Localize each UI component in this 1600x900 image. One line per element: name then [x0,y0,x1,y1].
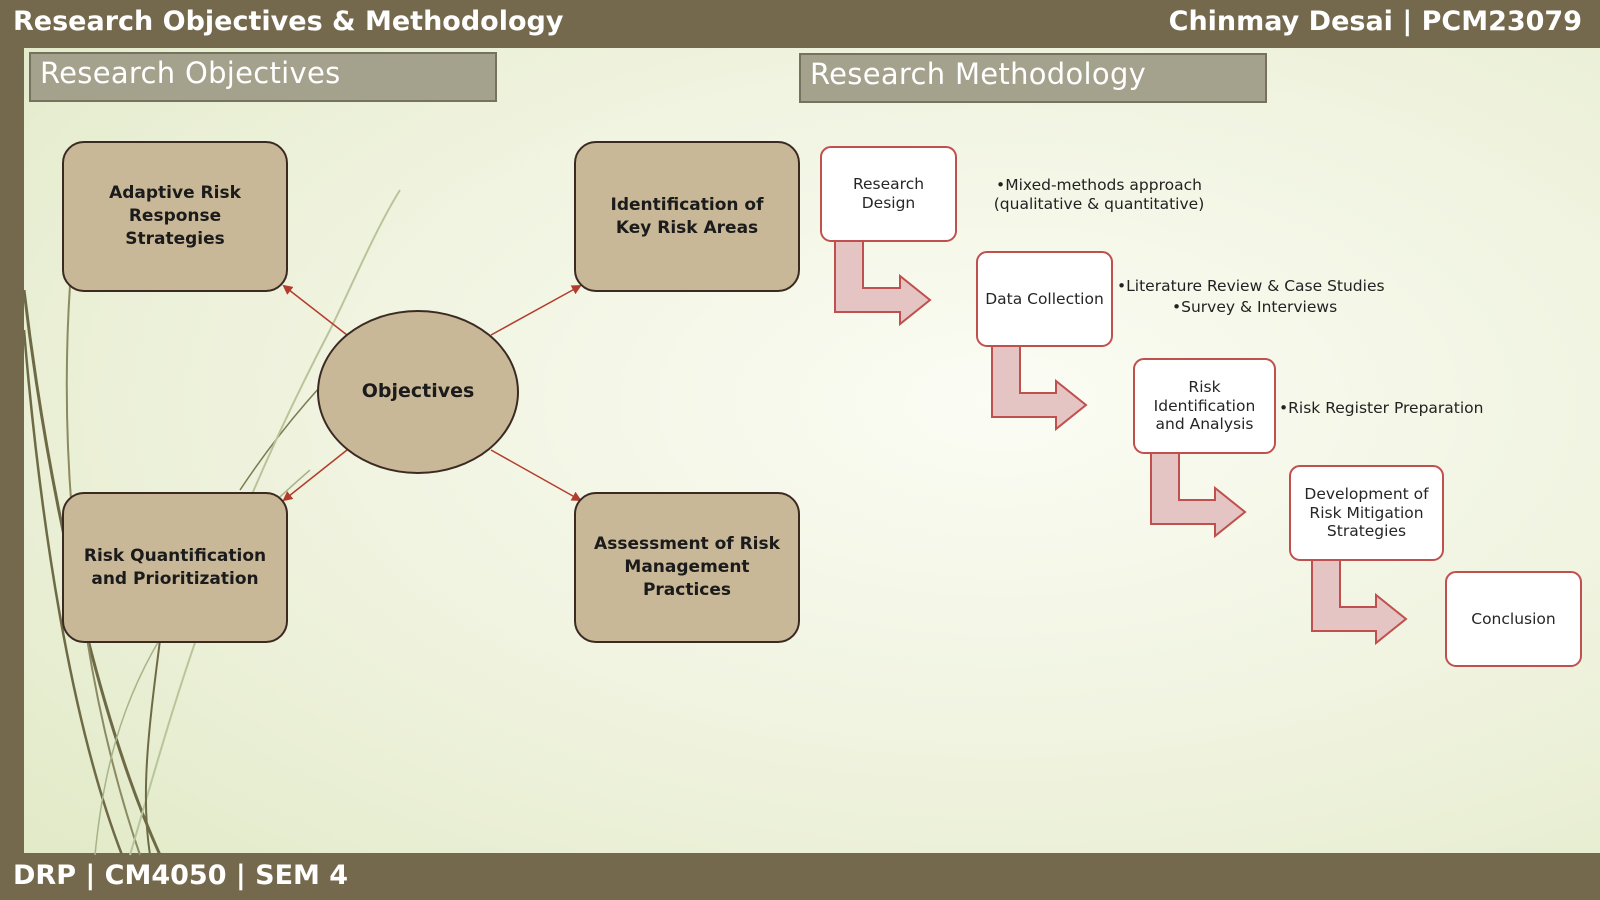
footer-course-info: DRP | CM4050 | SEM 4 [13,860,349,891]
objective-assessment-practices: Assessment of Risk Management Practices [574,492,800,643]
note-research-design-text: •Mixed-methods approach (qualitative & q… [993,176,1205,213]
method-step-research-design: Research Design [820,146,957,242]
objective-identification-key-risk-areas: Identification of Key Risk Areas [574,141,800,292]
objective-adaptive-risk-response: Adaptive Risk Response Strategies [62,141,288,292]
objectives-heading: Research Objectives [29,52,497,102]
connector-to-quantification [282,449,348,502]
connector-to-assessment [490,449,582,501]
connector-to-adaptive [282,284,348,336]
author-id: Chinmay Desai | PCM23079 [1168,6,1582,37]
method-step-data-collection: Data Collection [976,251,1113,347]
bent-arrow-1 [834,240,932,327]
method-step-mitigation-strategies: Development of Risk Mitigation Strategie… [1289,465,1444,561]
slide-title: Research Objectives & Methodology [13,6,564,37]
note-data-collection-1: •Literature Review & Case Studies [1117,277,1385,295]
note-research-design: •Mixed-methods approach (qualitative & q… [984,176,1214,213]
bent-arrow-4 [1311,559,1408,646]
note-data-collection-2: •Survey & Interviews [1172,298,1338,316]
methodology-heading: Research Methodology [799,53,1267,103]
connector-to-identification [490,285,582,336]
objective-risk-quantification: Risk Quantification and Prioritization [62,492,288,643]
method-step-conclusion: Conclusion [1445,571,1582,667]
objectives-center-node: Objectives [317,310,519,474]
method-step-risk-identification: Risk Identification and Analysis [1133,358,1276,454]
bent-arrow-3 [1150,452,1247,539]
note-risk-analysis: •Risk Register Preparation [1279,399,1484,417]
bent-arrow-2 [991,345,1088,432]
